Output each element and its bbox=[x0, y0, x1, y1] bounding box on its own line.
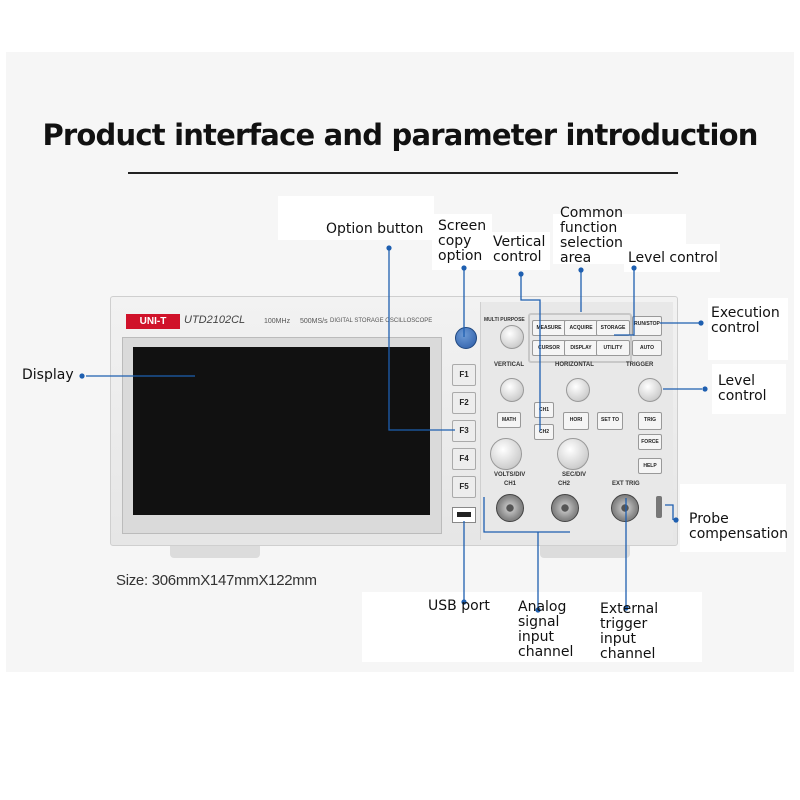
horizontal-position-knob[interactable] bbox=[566, 378, 590, 402]
multi-purpose-knob[interactable] bbox=[500, 325, 524, 349]
device-foot-left bbox=[170, 544, 260, 558]
label-box-execution bbox=[708, 298, 788, 360]
sec-div-knob[interactable] bbox=[557, 438, 589, 470]
measure-key[interactable]: MEASURE bbox=[532, 320, 566, 336]
callout-display: Display bbox=[22, 367, 74, 383]
page-title: Product interface and parameter introduc… bbox=[42, 118, 758, 152]
ch2-key[interactable]: CH2 bbox=[534, 424, 554, 440]
trigger-section-label: TRIGGER bbox=[626, 362, 654, 368]
ch1-key[interactable]: CH1 bbox=[534, 402, 554, 418]
label-box-vertical bbox=[490, 232, 550, 270]
callout-probe-compensation: Probe compensation bbox=[689, 511, 788, 542]
callout-execution-control: Execution control bbox=[711, 305, 780, 336]
usb-port[interactable] bbox=[452, 507, 476, 523]
acquire-key[interactable]: ACQUIRE bbox=[564, 320, 598, 336]
brand-logo: UNI-T bbox=[126, 314, 180, 329]
callout-screen-copy: Screen copy option bbox=[438, 218, 487, 264]
vertical-section-label: VERTICAL bbox=[494, 362, 524, 368]
label-box-level-right bbox=[712, 364, 786, 414]
utility-key[interactable]: UTILITY bbox=[596, 340, 630, 356]
volts-div-knob[interactable] bbox=[490, 438, 522, 470]
f3-button[interactable]: F3 bbox=[452, 420, 476, 442]
ch2-bnc-connector[interactable] bbox=[551, 494, 579, 522]
size-text: Size: 306mmX147mmX122mm bbox=[116, 572, 317, 589]
label-box-level-top bbox=[624, 244, 720, 272]
label-box-option bbox=[278, 196, 434, 240]
f1-button[interactable]: F1 bbox=[452, 364, 476, 386]
volts-div-label: VOLTS/DIV bbox=[494, 472, 526, 478]
spec-description: DIGITAL STORAGE OSCILLOSCOPE bbox=[330, 318, 433, 324]
f4-button[interactable]: F4 bbox=[452, 448, 476, 470]
callout-usb-port: USB port bbox=[428, 598, 490, 614]
help-key[interactable]: HELP bbox=[638, 458, 662, 474]
ext-trig-input-label: EXT TRIG bbox=[612, 481, 640, 487]
f2-button[interactable]: F2 bbox=[452, 392, 476, 414]
hori-menu-key[interactable]: HORI MENU bbox=[563, 412, 589, 430]
ch1-bnc-connector[interactable] bbox=[496, 494, 524, 522]
multi-purpose-label: MULTI PURPOSE bbox=[484, 317, 525, 323]
ext-trig-bnc-connector[interactable] bbox=[611, 494, 639, 522]
callout-level-control-top: Level control bbox=[628, 250, 718, 266]
callout-option-button: Option button bbox=[326, 221, 424, 237]
callout-level-control-right: Level control bbox=[718, 373, 767, 404]
run-stop-key[interactable]: RUN/STOP bbox=[632, 316, 662, 336]
callout-common-function: Common function selection area bbox=[560, 205, 624, 266]
screen-copy-button[interactable] bbox=[455, 327, 477, 349]
sec-div-label: SEC/DIV bbox=[562, 472, 587, 478]
f5-button[interactable]: F5 bbox=[452, 476, 476, 498]
label-box-probe bbox=[680, 484, 786, 552]
force-key[interactable]: FORCE bbox=[638, 434, 662, 450]
ch2-input-label: CH2 bbox=[558, 481, 571, 487]
label-box-bottom bbox=[362, 592, 702, 662]
math-key[interactable]: MATH bbox=[497, 412, 521, 428]
spec-sample-rate: 500MS/s bbox=[300, 318, 328, 325]
model-label: UTD2102CL bbox=[184, 314, 246, 326]
storage-key[interactable]: STORAGE bbox=[596, 320, 630, 336]
vertical-position-knob[interactable] bbox=[500, 378, 524, 402]
probe-compensation-terminal[interactable] bbox=[656, 496, 662, 518]
ch1-input-label: CH1 bbox=[504, 481, 517, 487]
set-to-zero-key[interactable]: SET TO ZERO bbox=[597, 412, 623, 430]
display-key[interactable]: DISPLAY bbox=[564, 340, 598, 356]
trigger-level-knob[interactable] bbox=[638, 378, 662, 402]
callout-analog-input: Analog signal input channel bbox=[518, 599, 574, 660]
display-screen bbox=[133, 347, 430, 515]
trig-menu-key[interactable]: TRIG MENU bbox=[638, 412, 662, 430]
spec-bandwidth: 100MHz bbox=[264, 318, 291, 325]
horizontal-section-label: HORIZONTAL bbox=[555, 362, 594, 368]
device-foot-right bbox=[540, 544, 630, 558]
title-divider bbox=[128, 172, 678, 174]
callout-vertical-control: Vertical control bbox=[493, 234, 546, 265]
cursor-key[interactable]: CURSOR bbox=[532, 340, 566, 356]
auto-key[interactable]: AUTO bbox=[632, 340, 662, 356]
callout-external-trigger: External trigger input channel bbox=[600, 601, 659, 662]
